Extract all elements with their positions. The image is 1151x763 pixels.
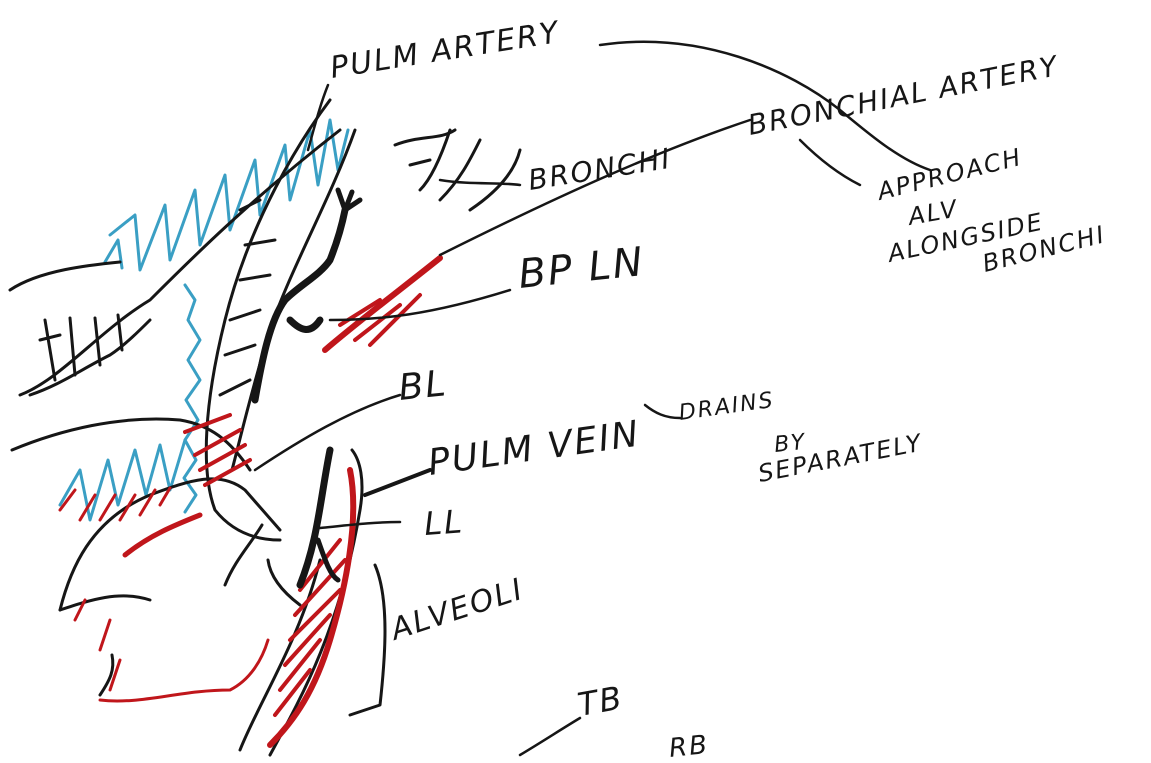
label-pulm-vein: PULM VEIN: [426, 414, 643, 484]
label-bp-ln: BP LN: [516, 239, 647, 298]
label-bl: BL: [397, 363, 450, 409]
label-drains: DRAINS: [677, 388, 776, 426]
label-ll: LL: [423, 502, 465, 543]
label-rb: RB: [668, 730, 711, 763]
pulmonary-artery-hatching: [60, 120, 348, 520]
label-tb: TB: [575, 679, 626, 724]
label-bronchial-artery: BRONCHIAL ARTERY: [745, 49, 1062, 142]
label-alveoli: ALVEOLI: [385, 572, 529, 648]
labels: PULM ARTERY BRONCHIAL ARTERY BRONCHI APP…: [328, 15, 1109, 763]
label-pulm-artery: PULM ARTERY: [328, 15, 563, 86]
leader-lines: [255, 42, 930, 755]
label-bronchi: BRONCHI: [526, 142, 674, 197]
